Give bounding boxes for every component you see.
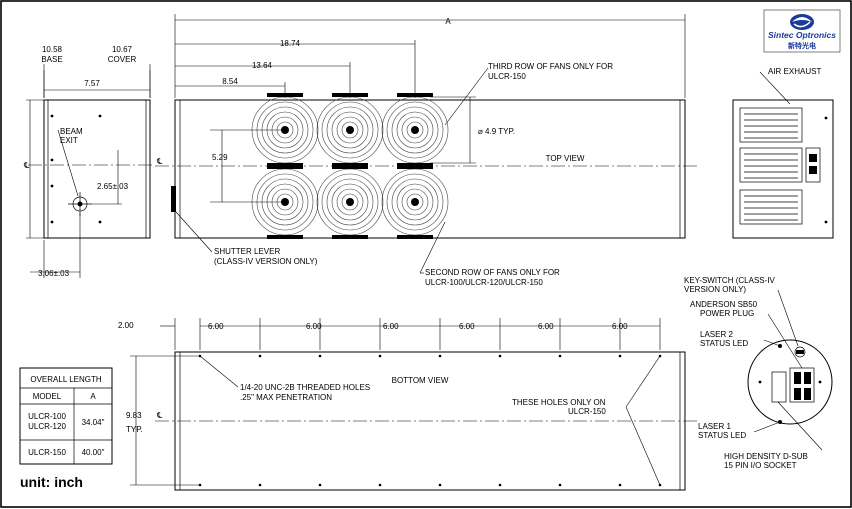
unit-label: unit: inch [20,474,83,490]
bottom-spacing-6: 6.00 [612,322,628,331]
table-row1-model1: ULCR-100 [28,412,66,421]
table-header-a: A [90,392,96,401]
dsub-socket [771,371,787,403]
top-centerline-symbol: ℄ [156,157,163,166]
detail-circle [747,339,833,425]
cover-dim: 10.67 [112,45,133,54]
laser1-label-1: LASER 1 [698,422,731,431]
dim-8-54: 8.54 [222,77,238,86]
base-label: BASE [41,55,62,64]
top-view-title: TOP VIEW [546,154,585,163]
base-dim: 10.58 [42,45,63,54]
ulcr150-note-2: ULCR-150 [568,407,606,416]
exhaust-grille-2 [739,147,803,183]
exhaust-grille-1 [739,107,803,143]
side-width-dim: 7.57 [84,79,100,88]
bottom-first-dim: 2.00 [118,321,134,330]
laser2-label-1: LASER 2 [700,330,733,339]
bottom-view: ℄ BOTTOM VIEW 2.00 6.00 6.00 6.00 6.00 [118,318,700,491]
table-row2-model: ULCR-150 [28,448,66,457]
key-switch [794,346,806,358]
fan-6 [381,165,449,239]
top-view: ℄ TOP VIEW [155,14,700,287]
beam-height-dim: 2.65±.03 [97,182,129,191]
end-connector-panel [805,147,821,183]
beam-exit-label-2: EXIT [60,136,78,145]
bottom-spacing-1: 6.00 [208,322,224,331]
end-view: AIR EXHAUST [732,67,834,239]
beam-offset-dim: 3.06±.03 [38,269,70,278]
second-row-note-1: SECOND ROW OF FANS ONLY FOR [425,268,560,277]
table-row2-a: 40.00" [82,448,105,457]
fan-diameter-dim: ⌀ 4.9 TYP. [478,127,515,136]
side-view-body [43,99,151,239]
fan-5 [316,165,384,239]
connector-detail: KEY-SWITCH (CLASS-IV VERSION ONLY) ANDER… [684,276,833,470]
dsub-label-1: HIGH DENSITY D-SUB [724,452,808,461]
overall-length-table: OVERALL LENGTH MODEL A ULCR-100 ULCR-120… [19,367,113,465]
side-view: ℄ 7.57 10.58 BASE 10.67 COVER BEAM EXIT … [23,45,155,278]
logo-name: Sintec Optronics [768,30,836,40]
shutter-note-1: SHUTTER LEVER [214,247,280,256]
key-switch-label-2: VERSION ONLY) [684,285,746,294]
third-row-note-2: ULCR-150 [488,72,526,81]
exhaust-grille-3 [739,189,803,225]
threaded-note-2: .25" MAX PENETRATION [240,393,332,402]
ulcr150-note-1: THESE HOLES ONLY ON [512,398,606,407]
cover-label: COVER [108,55,137,64]
anderson-label-1: ANDERSON SB50 [690,300,758,309]
table-title: OVERALL LENGTH [30,375,102,384]
company-logo: Sintec Optronics 新特光电 [763,9,841,53]
shutter-lever [171,186,176,212]
beam-exit-label-1: BEAM [60,127,83,136]
fan-spacing-dim: 5.29 [212,153,228,162]
dsub-label-2: 15 PIN I/O SOCKET [724,461,797,470]
table-header-model: MODEL [33,392,62,401]
shutter-note-2: (CLASS-IV VERSION ONLY) [214,257,318,266]
key-switch-label-1: KEY-SWITCH (CLASS-IV [684,276,775,285]
anderson-label-2: POWER PLUG [700,309,754,318]
dim-13-64: 13.64 [252,61,273,70]
bottom-spacing-5: 6.00 [538,322,554,331]
table-row1-a: 34.04" [82,418,105,427]
side-centerline-symbol: ℄ [23,161,30,170]
laser2-label-2: STATUS LED [700,339,748,348]
bottom-width-dim: 9.83 [126,411,142,420]
air-exhaust-label: AIR EXHAUST [768,67,821,76]
table-row1-model2: ULCR-120 [28,422,66,431]
third-row-note-1: THIRD ROW OF FANS ONLY FOR [488,62,613,71]
bottom-spacing-2: 6.00 [306,322,322,331]
threaded-note-1: 1/4-20 UNC-2B THREADED HOLES [240,383,370,392]
bottom-view-title: BOTTOM VIEW [392,376,449,385]
dim-18-74: 18.74 [280,39,301,48]
bottom-width-typ: TYP. [126,425,143,434]
bottom-centerline-symbol: ℄ [156,411,163,420]
bottom-spacing-3: 6.00 [383,322,399,331]
logo-chinese: 新特光电 [788,41,816,50]
sintec-swirl-logo-icon [790,14,814,30]
overall-length-dim: A [445,17,451,26]
bottom-spacing-4: 6.00 [459,322,475,331]
end-view-body [732,99,834,239]
laser1-label-2: STATUS LED [698,431,746,440]
second-row-note-2: ULCR-100/ULCR-120/ULCR-150 [425,278,543,287]
